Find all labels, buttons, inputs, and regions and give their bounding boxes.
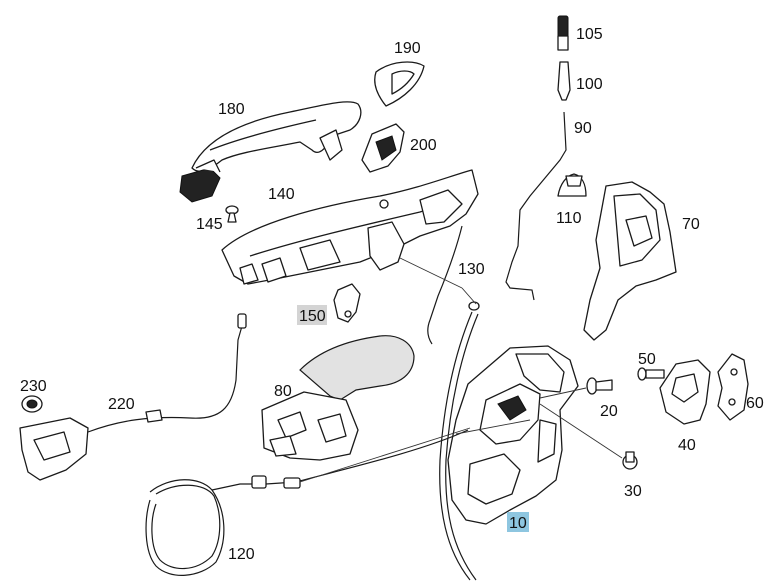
callout-110[interactable]: 110: [556, 210, 582, 227]
part-105-rod-knob[interactable]: [557, 15, 569, 51]
leader-130b: [461, 287, 477, 305]
callout-200[interactable]: 200: [410, 137, 437, 154]
part-145-screw[interactable]: [225, 205, 239, 223]
part-latch-cable-sheath: [445, 313, 479, 581]
callout-180[interactable]: 180: [218, 101, 245, 118]
part-220-actuator-cable[interactable]: [19, 313, 247, 481]
callout-90[interactable]: 90: [574, 120, 592, 137]
leader-lines: [299, 257, 623, 483]
part-latch-cable-end: [468, 301, 480, 311]
callout-50[interactable]: 50: [638, 351, 656, 368]
part-200-cylinder-housing[interactable]: [361, 123, 405, 173]
callout-220[interactable]: 220: [108, 396, 135, 413]
part-190-handle-cap[interactable]: [374, 61, 425, 107]
callout-105[interactable]: 105: [576, 26, 603, 43]
callout-150-highlight: [297, 305, 327, 325]
part-130-rod[interactable]: [427, 225, 463, 345]
part-40-striker[interactable]: [659, 359, 711, 425]
part-10-door-latch[interactable]: [447, 345, 579, 525]
part-80-release-bracket[interactable]: [261, 335, 415, 461]
part-230-grommet[interactable]: [21, 395, 43, 413]
leader-30: [539, 403, 623, 459]
callout-30[interactable]: 30: [624, 483, 642, 500]
callout-20[interactable]: 20: [600, 403, 618, 420]
callout-150[interactable]: 150: [299, 308, 326, 325]
callout-10-highlight: [507, 512, 529, 532]
part-110-grommet[interactable]: [557, 173, 587, 197]
leader-latch: [455, 419, 531, 435]
part-70-latch-cover[interactable]: [583, 181, 677, 341]
callout-40[interactable]: 40: [678, 437, 696, 454]
callout-230[interactable]: 230: [20, 378, 47, 395]
callout-190[interactable]: 190: [394, 40, 421, 57]
part-50-screw[interactable]: [637, 367, 665, 381]
leader-120: [299, 427, 471, 483]
part-20-screw[interactable]: [586, 377, 613, 395]
callout-60[interactable]: 60: [746, 395, 764, 412]
part-180-outer-handle[interactable]: [179, 101, 362, 203]
part-90-locking-rod[interactable]: [505, 111, 567, 301]
callout-100[interactable]: 100: [576, 76, 603, 93]
part-120-release-cable[interactable]: [145, 429, 469, 576]
leader-20: [539, 387, 587, 399]
callout-130[interactable]: 130: [458, 261, 485, 278]
part-140-handle-carrier[interactable]: [221, 169, 479, 285]
callout-120[interactable]: 120: [228, 546, 255, 563]
part-latch-cable: [439, 311, 473, 581]
part-100-rod-guide[interactable]: [557, 61, 571, 101]
callout-140[interactable]: 140: [268, 186, 295, 203]
callout-70[interactable]: 70: [682, 216, 700, 233]
part-30-bolt[interactable]: [622, 451, 638, 470]
callout-10[interactable]: 10: [509, 515, 527, 532]
callout-145[interactable]: 145: [196, 216, 223, 233]
part-60-plate[interactable]: [717, 353, 749, 421]
callout-80[interactable]: 80: [274, 383, 292, 400]
part-150-bracket[interactable]: [333, 283, 361, 323]
leader-130: [399, 257, 463, 289]
